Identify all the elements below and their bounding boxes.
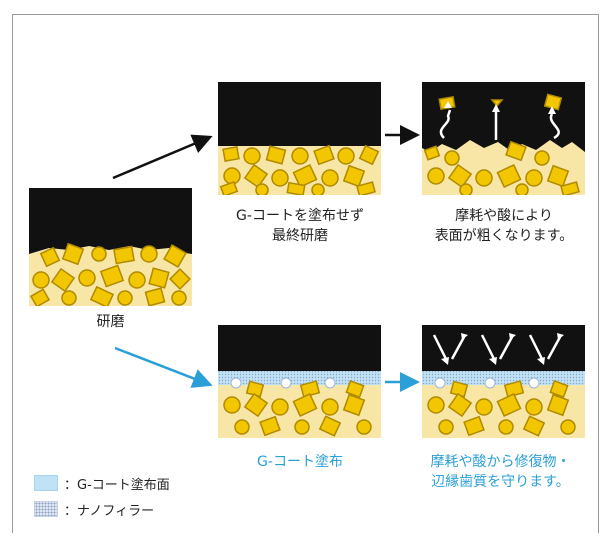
panel-top-mid	[218, 82, 381, 195]
caption-bottom-right-line1: 摩耗や酸から修復物・	[430, 454, 571, 470]
caption-top-mid: G-コートを塗布せず 最終研磨	[200, 206, 400, 246]
caption-start: 研磨	[96, 314, 125, 330]
caption-bottom-mid: G-コート塗布	[257, 454, 343, 470]
panel-bottom-mid	[218, 325, 381, 438]
legend-nano-label: ：ナノフィラー	[64, 503, 155, 519]
panel-start	[29, 188, 192, 306]
caption-top-right-line1: 摩耗や酸により	[455, 208, 553, 224]
caption-top-mid-line1: G-コートを塗布せず	[236, 208, 364, 224]
tooth-cross-section	[218, 82, 381, 195]
legend-coat-label: ：G-コート塗布面	[64, 477, 170, 493]
caption-top-right: 摩耗や酸により 表面が粗くなります。	[404, 206, 603, 246]
panel-bottom-right	[422, 325, 585, 438]
legend-coat: ：G-コート塗布面	[34, 474, 170, 493]
caption-bottom-right: 摩耗や酸から修復物・ 辺縁歯質を守ります。	[398, 452, 603, 492]
panel-top-right	[422, 82, 585, 195]
arrow-to-top-mid	[112, 134, 213, 180]
caption-top-right-line2: 表面が粗くなります。	[434, 228, 574, 244]
nanofiller-swatch	[34, 501, 58, 517]
tooth-cross-section-coated-protected	[422, 325, 585, 438]
tooth-cross-section-coated	[218, 325, 381, 438]
caption-top-mid-line2: 最終研磨	[272, 228, 328, 244]
caption-bottom-right-line2: 辺縁歯質を守ります。	[431, 474, 570, 490]
legend-nano: ：ナノフィラー	[34, 500, 155, 519]
tooth-cross-section	[29, 188, 192, 306]
coat-swatch	[34, 475, 58, 491]
tooth-cross-section	[422, 82, 585, 195]
diagram-frame	[12, 14, 599, 533]
arrow-to-bottom-mid	[114, 346, 213, 388]
